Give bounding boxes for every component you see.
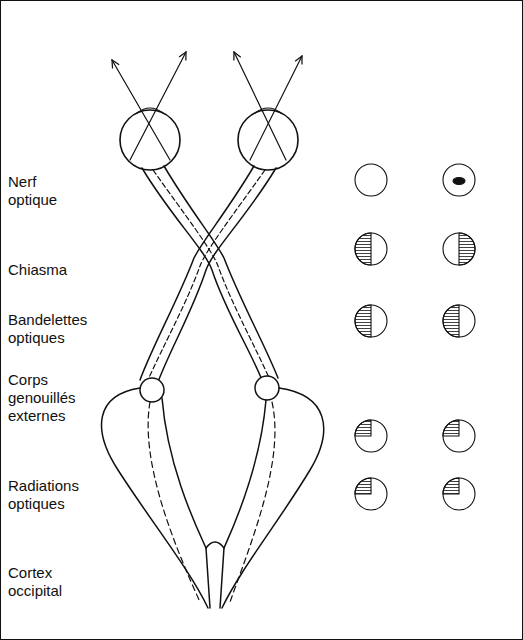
field-defect [443, 305, 459, 337]
light-ray [250, 56, 302, 160]
cornea [137, 108, 163, 113]
nerve-fibre [148, 170, 265, 380]
visual-field [355, 420, 387, 452]
radiation-outline [222, 388, 324, 608]
visual-field [355, 233, 387, 265]
visual-field [443, 164, 475, 196]
visual-field [355, 478, 387, 510]
radiation-fibre [230, 402, 275, 602]
field-defect [443, 420, 459, 436]
field-defect [355, 420, 371, 436]
visual-field [355, 164, 387, 196]
visual-field [443, 478, 475, 510]
eyeball [120, 110, 180, 170]
radiation-outline [102, 388, 208, 608]
field-defect [355, 305, 371, 337]
visual-field [443, 420, 475, 452]
structure-label: Bandelettes optiques [8, 311, 98, 347]
field-defect [355, 478, 371, 494]
geniculate-body [140, 378, 164, 402]
central-scotoma [453, 178, 465, 185]
light-ray [234, 52, 286, 160]
nerve-fibre [153, 170, 270, 380]
structure-label: Corps genouillés externes [8, 371, 98, 425]
light-ray [130, 52, 186, 160]
optic-nerve [158, 168, 276, 382]
optic-nerve [164, 166, 278, 378]
eyeball [238, 110, 298, 170]
structure-label: Nerf optique [8, 173, 68, 209]
field-defect [459, 233, 475, 265]
visual-field [355, 305, 387, 337]
field-defect [355, 233, 371, 265]
visual-field [443, 233, 475, 265]
structure-label: Radiations optiques [8, 477, 98, 513]
cortex-midline [220, 548, 224, 608]
structure-label: Chiasma [8, 261, 98, 279]
visual-field [443, 305, 475, 337]
geniculate-body [255, 376, 279, 400]
structure-label: Cortex occipital [8, 564, 98, 600]
cortex-midline [206, 542, 224, 548]
radiation-outline [224, 400, 266, 548]
cornea [255, 108, 281, 113]
radiation-fibre [148, 402, 200, 602]
field-defect [443, 478, 459, 494]
cortex-midline [206, 548, 210, 608]
